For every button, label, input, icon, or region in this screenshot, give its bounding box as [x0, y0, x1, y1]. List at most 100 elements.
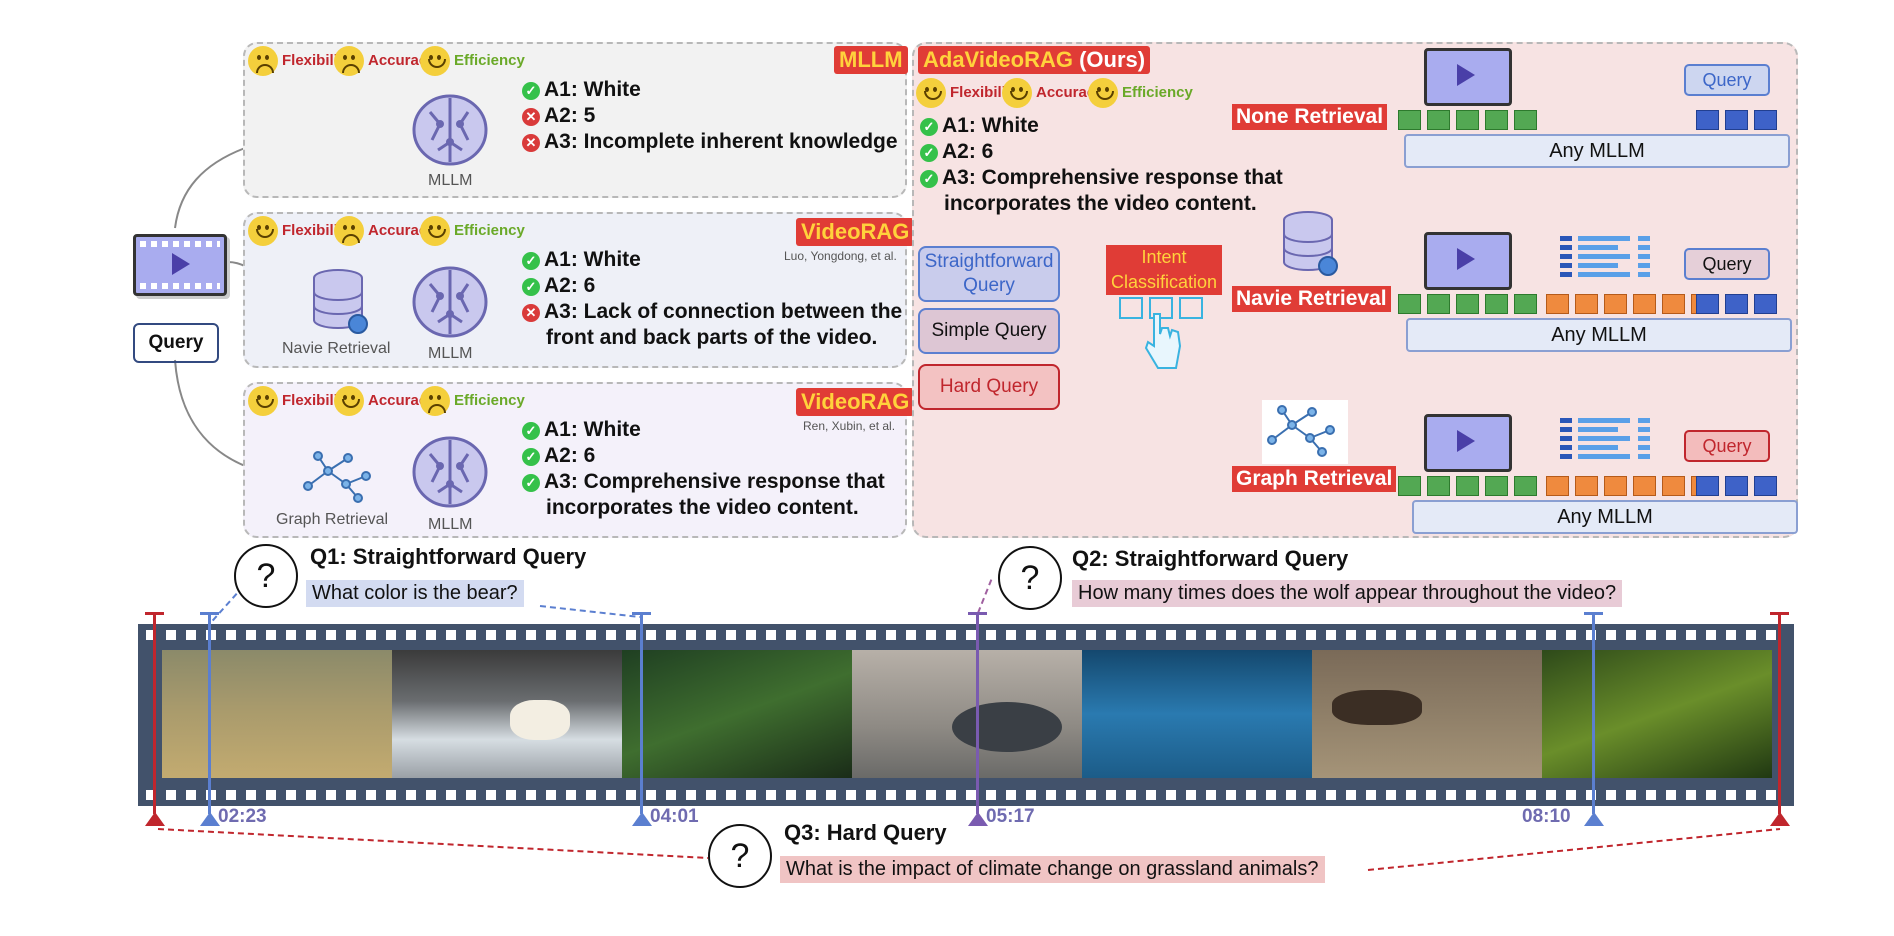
graph-icon — [303, 451, 371, 503]
visual-token — [1456, 110, 1479, 130]
sad-face-icon — [420, 386, 450, 416]
timeline-marker-cap — [145, 612, 164, 615]
timeline-marker — [640, 614, 643, 814]
retrieved-token — [1575, 476, 1598, 496]
smiley-face-icon — [248, 386, 278, 416]
query-token — [1696, 294, 1719, 314]
attribute-label: Accuracy — [368, 222, 436, 239]
timeline-marker-cap — [1584, 612, 1603, 615]
smiley-face-icon — [248, 216, 278, 246]
query-tag: Query — [1684, 248, 1770, 280]
timeline-marker-cap — [1770, 612, 1789, 615]
answer-line: ✓A1: White — [522, 248, 641, 272]
check-icon: ✓ — [522, 82, 540, 100]
question-icon: ? — [234, 544, 298, 608]
timestamp-3: 05:17 — [986, 806, 1035, 827]
question-icon: ? — [998, 546, 1062, 610]
query-token — [1725, 110, 1748, 130]
timeline-marker-cap — [968, 612, 987, 615]
smiley-face-icon — [916, 78, 946, 108]
cross-icon: ✕ — [522, 108, 540, 126]
graph-icon-frame — [1262, 400, 1348, 464]
visual-token — [1456, 294, 1479, 314]
q1-text: What color is the bear? — [306, 580, 524, 607]
query-token — [1754, 294, 1777, 314]
timeline-marker-triangle — [1584, 812, 1604, 826]
straightforward-query-button[interactable]: Straightforward Query — [918, 246, 1060, 302]
check-icon: ✓ — [920, 118, 938, 136]
sad-face-icon — [334, 216, 364, 246]
check-icon: ✓ — [522, 474, 540, 492]
timeline-marker — [208, 614, 211, 814]
query-token — [1725, 476, 1748, 496]
query-token — [1725, 294, 1748, 314]
brain-icon — [412, 436, 488, 508]
citation-1: Luo, Yongdong, et al. — [784, 249, 897, 263]
graph-retrieval-label: Graph Retrieval — [276, 511, 389, 528]
answer-line: ✓A1: White — [522, 78, 641, 102]
retrieved-token — [1662, 476, 1685, 496]
attribute-label: Efficiency — [1122, 84, 1193, 101]
frame-ocean-bird — [1082, 650, 1312, 778]
timeline-marker-triangle — [632, 812, 652, 826]
answer-line: front and back parts of the video. — [546, 326, 878, 349]
answer-line: incorporates the video content. — [546, 496, 859, 519]
smiley-face-icon — [420, 216, 450, 246]
answer-line: ✓A2: 6 — [522, 444, 595, 468]
retrieved-token — [1546, 294, 1569, 314]
video-icon — [1424, 48, 1512, 106]
answer-line: ✓A3: Comprehensive response that — [920, 166, 1283, 190]
simple-query-button[interactable]: Simple Query — [918, 308, 1060, 354]
timeline-marker — [976, 614, 979, 814]
smiley-face-icon — [334, 386, 364, 416]
video-icon — [1424, 232, 1512, 290]
brain-icon — [412, 94, 488, 166]
question-icon: ? — [708, 824, 772, 888]
mllm-label-3: MLLM — [428, 516, 473, 533]
timestamp-2: 04:01 — [650, 806, 699, 827]
query-box: Query — [133, 323, 219, 363]
answer-line: ✓A3: Comprehensive response that — [522, 470, 885, 494]
retrieved-token — [1633, 476, 1656, 496]
attribute-label: Flexibility — [282, 222, 352, 239]
naive-retrieval-route-label: Navie Retrieval — [1232, 286, 1391, 312]
smiley-face-icon — [1088, 78, 1118, 108]
smiley-face-icon — [1002, 78, 1032, 108]
document-icon — [1560, 236, 1652, 282]
visual-token — [1427, 294, 1450, 314]
answer-line: ✓A2: 6 — [522, 274, 595, 298]
timestamp-4: 08:10 — [1522, 806, 1571, 827]
visual-token — [1456, 476, 1479, 496]
visual-token — [1485, 476, 1508, 496]
any-mllm-bar: Any MLLM — [1412, 500, 1798, 534]
smiley-face-icon — [420, 46, 450, 76]
hard-query-button[interactable]: Hard Query — [918, 364, 1060, 410]
retrieved-token — [1604, 476, 1627, 496]
attribute-label: Flexibility — [950, 84, 1020, 101]
retrieved-token — [1546, 476, 1569, 496]
attribute-label: Flexibility — [282, 392, 352, 409]
query-tag: Query — [1684, 64, 1770, 96]
mllm-label-2: MLLM — [428, 345, 473, 362]
retrieved-token — [1662, 294, 1685, 314]
frame-kangaroos — [162, 650, 392, 778]
timeline-marker-cap — [200, 612, 219, 615]
retrieved-token — [1604, 294, 1627, 314]
visual-token — [1398, 110, 1421, 130]
attribute-label: Accuracy — [368, 52, 436, 69]
visual-token — [1398, 476, 1421, 496]
timeline-marker-triangle — [968, 812, 988, 826]
mllm-label-1: MLLM — [428, 172, 473, 189]
attribute-label: Efficiency — [454, 222, 525, 239]
timeline-marker-triangle — [200, 812, 220, 826]
answer-line: ✕A3: Incomplete inherent knowledge — [522, 130, 898, 154]
answer-line: ✓A2: 6 — [920, 140, 993, 164]
q3-text: What is the impact of climate change on … — [780, 856, 1325, 883]
q3-title: Q3: Hard Query — [784, 820, 947, 845]
check-icon: ✓ — [522, 448, 540, 466]
visual-token — [1427, 110, 1450, 130]
query-token — [1754, 476, 1777, 496]
visual-token — [1514, 294, 1537, 314]
timeline-marker-triangle — [1770, 812, 1790, 826]
visual-token — [1398, 294, 1421, 314]
